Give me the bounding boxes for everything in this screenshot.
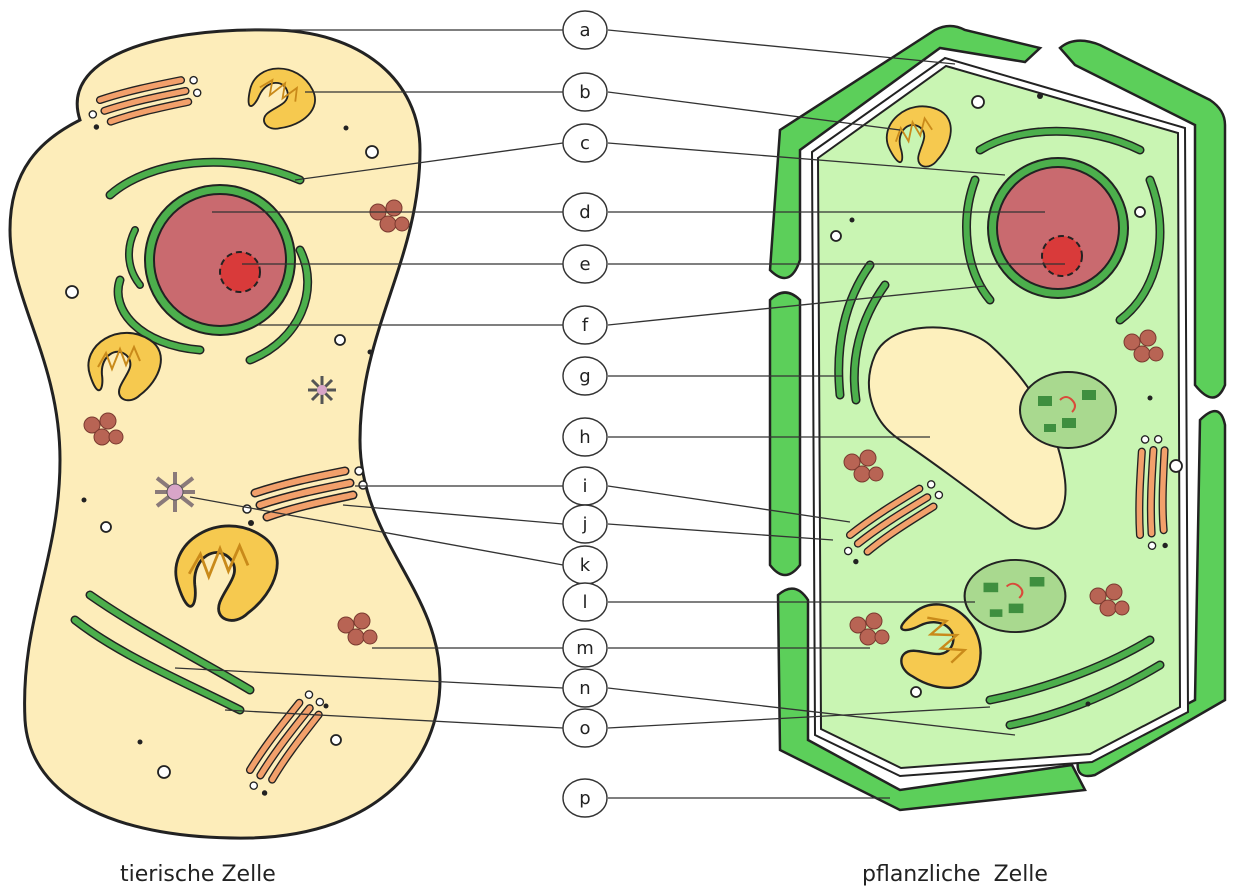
plant-chloroplast-2 xyxy=(965,560,1066,632)
label-a-text: a xyxy=(579,20,590,41)
label-f-text: f xyxy=(582,315,589,336)
label-o-text: o xyxy=(579,718,590,739)
label-j-text: j xyxy=(581,514,587,535)
leader-a-right xyxy=(608,30,955,64)
label-h-text: h xyxy=(579,427,590,448)
animal-centriole-1 xyxy=(308,376,336,404)
label-l-text: l xyxy=(582,592,587,613)
plant-nucleolus xyxy=(1042,236,1082,276)
label-o: o xyxy=(563,709,607,747)
plant-nucleus xyxy=(988,158,1128,298)
animal-cell xyxy=(10,30,440,838)
label-n: n xyxy=(563,669,607,707)
plant-cell xyxy=(770,26,1225,810)
label-c-text: c xyxy=(580,133,590,154)
label-k-text: k xyxy=(580,555,591,576)
label-n-text: n xyxy=(579,678,590,699)
label-h: h xyxy=(563,418,607,456)
label-f: f xyxy=(563,306,607,344)
label-p: p xyxy=(563,779,607,817)
label-d: d xyxy=(563,193,607,231)
label-g-text: g xyxy=(579,366,590,387)
label-a: a xyxy=(563,11,607,49)
animal-nucleus xyxy=(145,185,295,335)
animal-cell-caption: tierische Zelle xyxy=(120,862,276,887)
label-i: i xyxy=(563,467,607,505)
label-i-text: i xyxy=(582,476,587,497)
label-e: e xyxy=(563,245,607,283)
label-m-text: m xyxy=(576,638,594,659)
animal-nucleolus xyxy=(220,252,260,292)
label-g: g xyxy=(563,357,607,395)
label-p-text: p xyxy=(579,788,590,809)
label-c: c xyxy=(563,124,607,162)
label-b: b xyxy=(563,73,607,111)
plant-chloroplast-1 xyxy=(1020,372,1116,448)
plant-cell-caption: pflanzliche Zelle xyxy=(862,862,1048,887)
label-j: j xyxy=(563,505,607,543)
label-m: m xyxy=(563,629,607,667)
label-e-text: e xyxy=(579,254,590,275)
label-l: l xyxy=(563,583,607,621)
label-d-text: d xyxy=(579,202,590,223)
label-k: k xyxy=(563,546,607,584)
label-b-text: b xyxy=(579,82,590,103)
